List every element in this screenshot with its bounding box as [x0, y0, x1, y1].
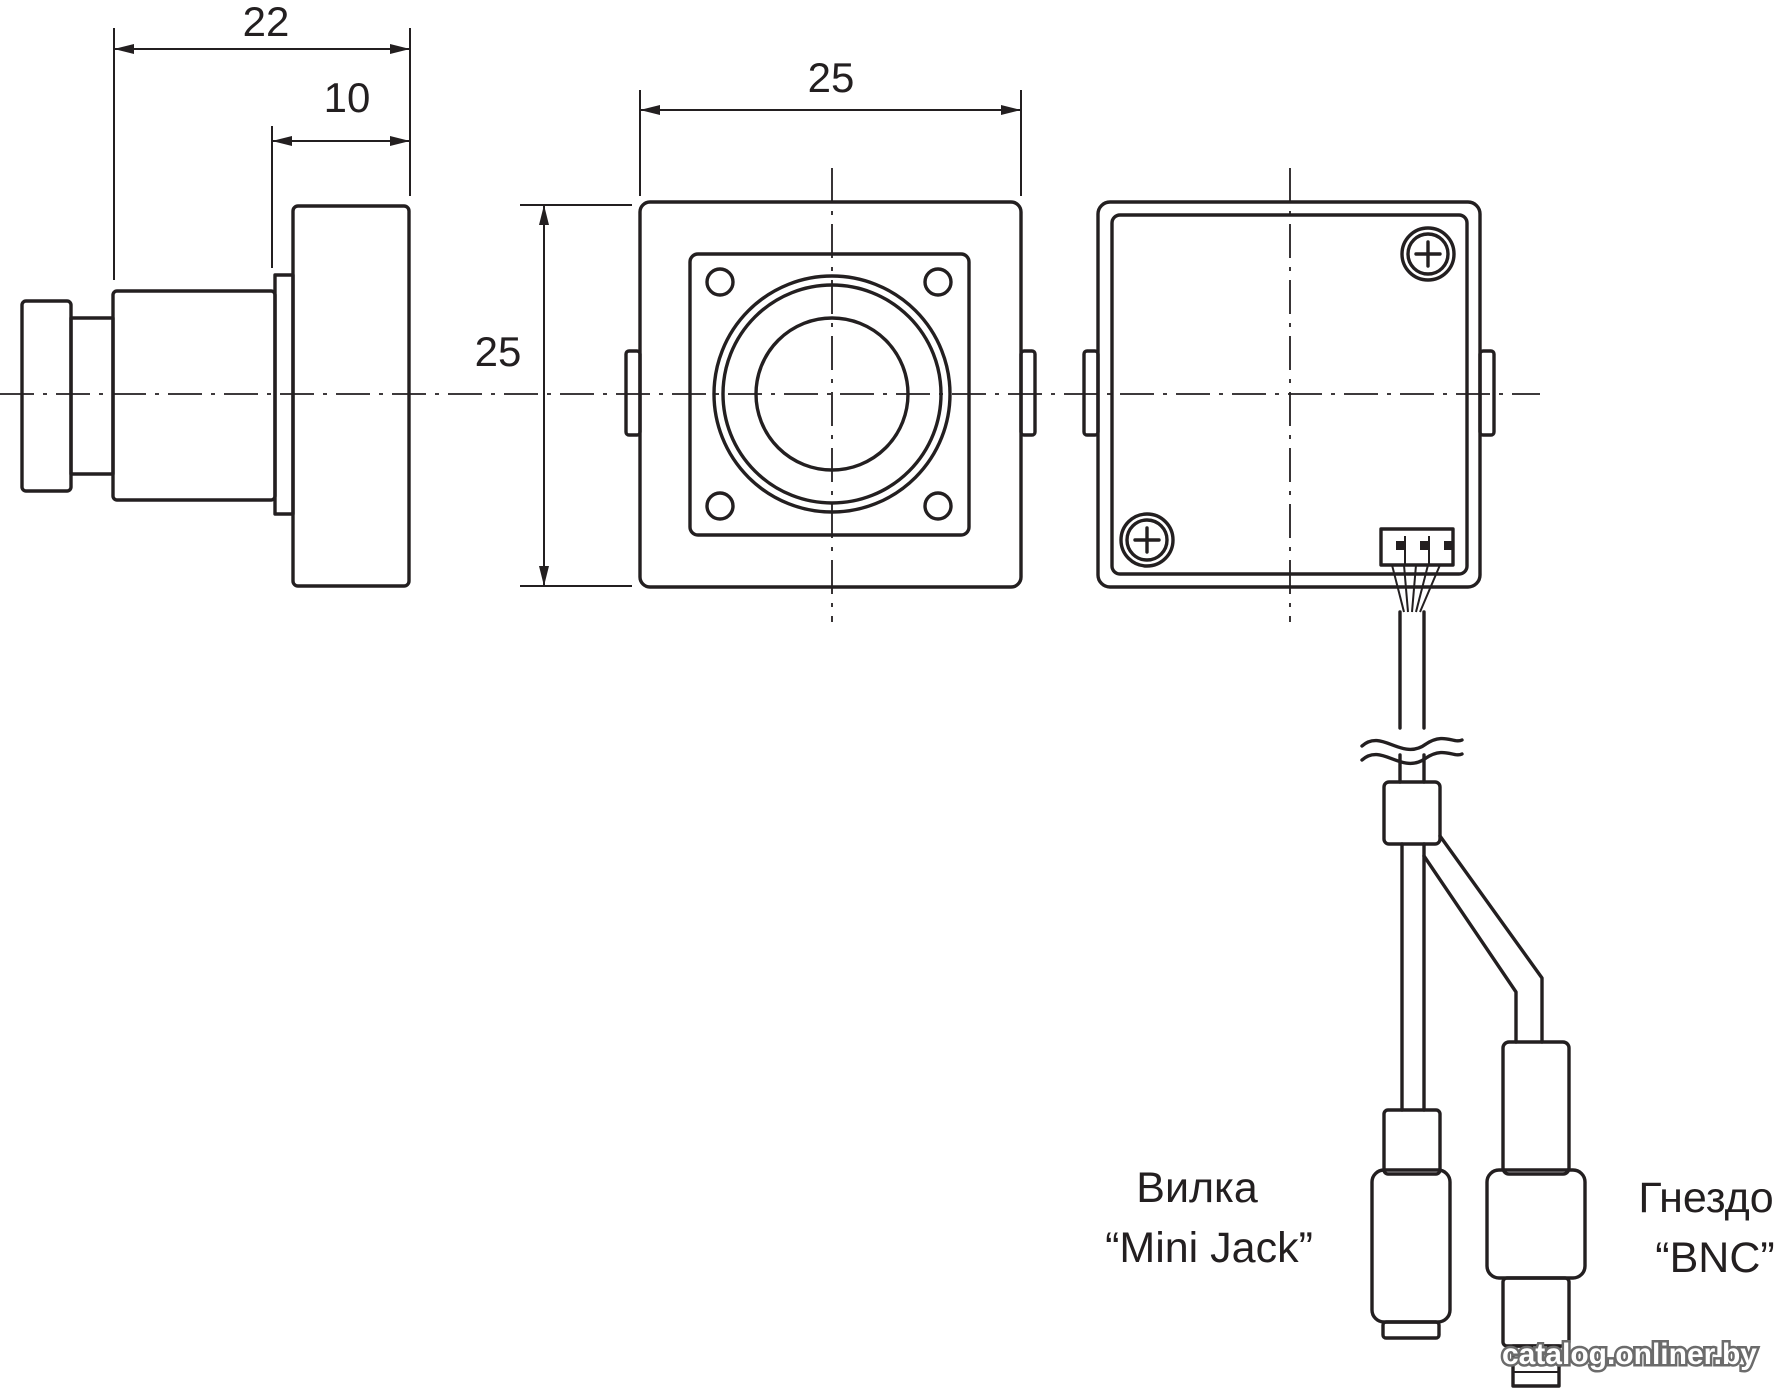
screw-bottom-left-icon [1119, 512, 1175, 568]
mini-jack-label-line1: Вилка [1136, 1164, 1258, 1212]
bnc-socket [1485, 1040, 1587, 1388]
dim-front-height-label: 25 [475, 328, 522, 375]
rear-view [1082, 200, 1496, 589]
side-view [20, 204, 411, 588]
dim-side-body-label: 10 [324, 74, 371, 121]
cable [1360, 564, 1544, 1112]
side-dimensions [113, 28, 411, 280]
watermark: catalog.onliner.by [1502, 1338, 1757, 1371]
mini-jack-label-line2: “Mini Jack” [1105, 1224, 1313, 1272]
rear-connector-block [1379, 527, 1455, 567]
dim-front-width-label: 25 [808, 54, 855, 101]
front-view [624, 200, 1037, 589]
mini-jack-plug [1370, 1108, 1452, 1340]
screw-top-right-icon [1400, 226, 1456, 282]
center-axes [0, 168, 1540, 622]
dim-side-total-label: 22 [243, 0, 290, 45]
front-dimensions [520, 90, 1022, 587]
bnc-label-line2: “BNC” [1655, 1234, 1774, 1282]
bnc-label-line1: Гнездо [1638, 1174, 1773, 1222]
